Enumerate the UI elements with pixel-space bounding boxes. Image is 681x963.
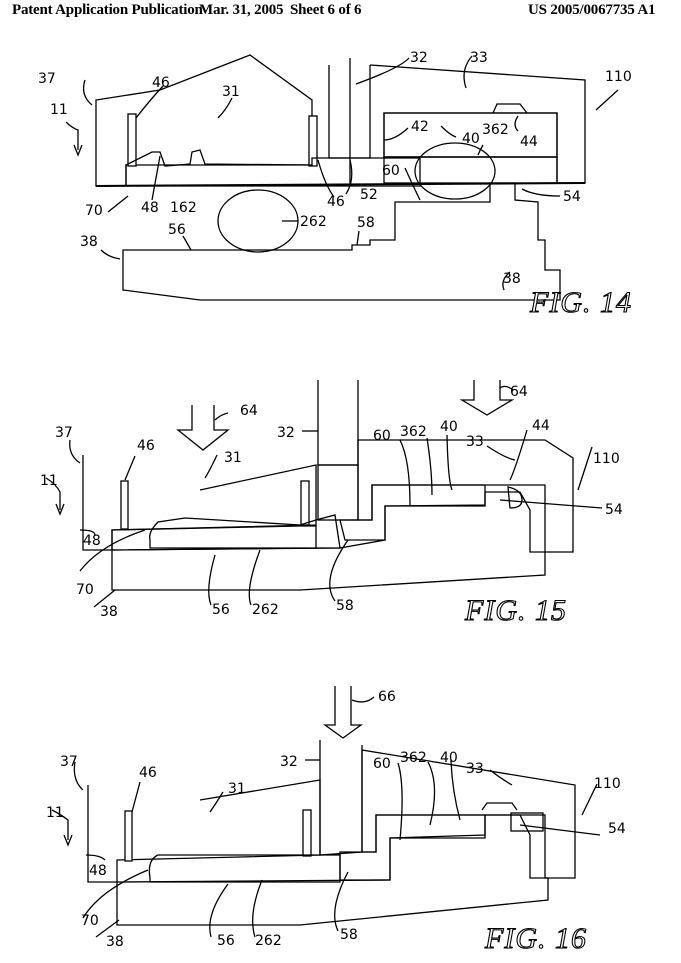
label-31: 31 <box>222 84 240 100</box>
label-32: 32 <box>280 754 298 770</box>
label-64: 64 <box>240 403 258 419</box>
preform-362 <box>339 484 486 541</box>
label-38: 38 <box>100 604 118 620</box>
label-48: 48 <box>141 200 159 216</box>
label-38: 38 <box>106 934 124 950</box>
insert-32 <box>317 380 359 466</box>
mold-part-31 <box>82 455 317 551</box>
label-56: 56 <box>217 933 235 949</box>
label-66: 66 <box>378 689 396 705</box>
label-362: 362 <box>400 750 427 766</box>
header-publication-date: Mar. 31, 2005 <box>199 2 284 18</box>
label-31: 31 <box>228 781 246 797</box>
label-37: 37 <box>38 71 56 87</box>
header-sheet-number: Sheet 6 of 6 <box>290 2 362 18</box>
label-56: 56 <box>212 602 230 618</box>
label-11: 11 <box>40 473 58 489</box>
label-32: 32 <box>277 425 295 441</box>
label-54: 54 <box>605 502 623 518</box>
label-60: 60 <box>382 163 400 179</box>
label-37: 37 <box>55 425 73 441</box>
label-46: 46 <box>139 765 157 781</box>
label-110: 110 <box>605 69 632 85</box>
figure-16: 66 37 11 46 32 31 60 362 40 33 110 54 48… <box>46 686 626 956</box>
label-48: 48 <box>89 863 107 879</box>
label-46: 46 <box>152 75 170 91</box>
figure-caption: FIG. 15 <box>464 594 567 627</box>
label-33: 33 <box>466 761 484 777</box>
label-262: 262 <box>252 602 279 618</box>
label-70: 70 <box>76 582 94 598</box>
lower-mold-38 <box>122 182 561 301</box>
label-110: 110 <box>593 451 620 467</box>
label-362: 362 <box>482 122 509 138</box>
preform-362 <box>414 142 496 200</box>
mold-part-33 <box>369 64 586 184</box>
label-58: 58 <box>357 215 375 231</box>
label-262: 262 <box>255 933 282 949</box>
label-56: 56 <box>168 222 186 238</box>
preform-262 <box>149 514 341 549</box>
figure-15: 64 64 37 11 46 32 31 60 362 40 33 44 110… <box>40 380 623 628</box>
label-40: 40 <box>440 419 458 435</box>
label-54: 54 <box>608 821 626 837</box>
mold-part-31 <box>87 779 321 883</box>
label-362: 362 <box>400 424 427 440</box>
label-54: 54 <box>563 189 581 205</box>
label-64-right: 64 <box>510 384 528 400</box>
lower-mold-38 <box>111 491 546 591</box>
label-38-right: 38 <box>503 271 521 287</box>
lower-mold-38 <box>116 814 549 926</box>
label-46-right: 46 <box>327 194 345 210</box>
cavity-48 <box>125 149 421 187</box>
label-44: 44 <box>520 134 538 150</box>
label-162: 162 <box>170 200 197 216</box>
label-32: 32 <box>410 50 428 66</box>
label-60: 60 <box>373 756 391 772</box>
header-publication-title: Patent Application Publication <box>12 2 203 18</box>
label-52: 52 <box>360 187 378 203</box>
mold-part-33 <box>357 439 574 553</box>
figure-caption: FIG. 14 <box>529 286 632 319</box>
figure-caption: FIG. 16 <box>484 922 587 955</box>
label-11: 11 <box>50 102 68 118</box>
header-patent-number: US 2005/0067735 A1 <box>528 2 656 18</box>
label-40: 40 <box>462 131 480 147</box>
label-42: 42 <box>411 119 429 135</box>
label-262: 262 <box>300 214 327 230</box>
insert-32 <box>319 740 363 856</box>
arrow-66 <box>322 686 364 739</box>
label-46: 46 <box>137 438 155 454</box>
label-37: 37 <box>60 754 78 770</box>
label-60: 60 <box>373 428 391 444</box>
label-44: 44 <box>532 418 550 434</box>
pin-46-right <box>308 115 318 167</box>
label-31: 31 <box>224 450 242 466</box>
label-33: 33 <box>470 50 488 66</box>
pin-46-left <box>127 113 137 167</box>
label-11: 11 <box>46 805 64 821</box>
label-58: 58 <box>340 927 358 943</box>
label-40: 40 <box>440 750 458 766</box>
arrow-64-right <box>459 380 515 416</box>
label-70: 70 <box>85 203 103 219</box>
label-33: 33 <box>466 434 484 450</box>
arrow-64-left <box>176 405 230 451</box>
figure-14: 37 11 46 31 32 33 110 42 40 362 44 60 54… <box>38 50 632 320</box>
label-70: 70 <box>81 913 99 929</box>
label-110: 110 <box>594 776 621 792</box>
label-58: 58 <box>336 598 354 614</box>
label-38: 38 <box>80 234 98 250</box>
label-48: 48 <box>83 533 101 549</box>
